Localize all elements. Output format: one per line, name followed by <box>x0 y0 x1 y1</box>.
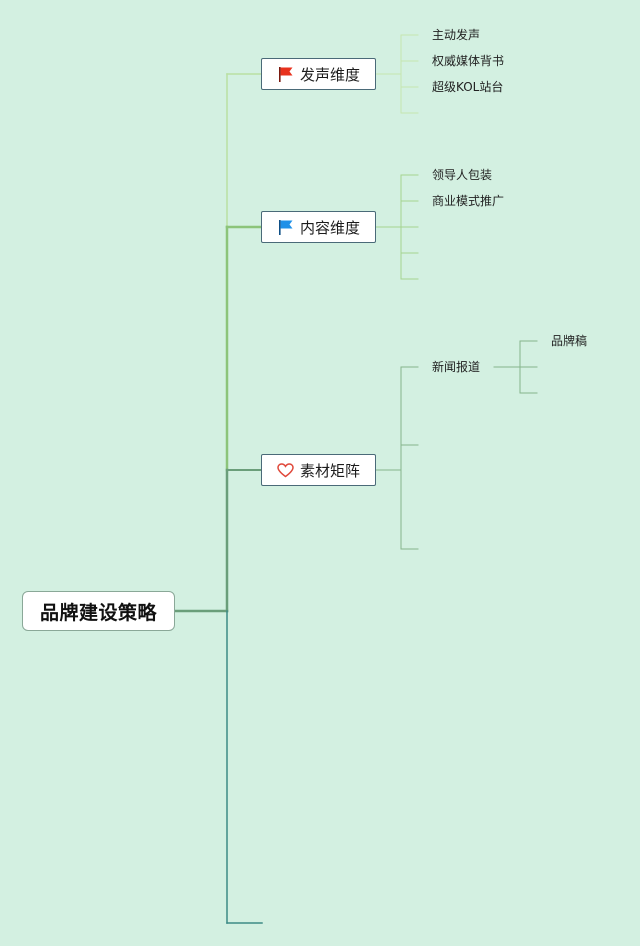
leaf-topic[interactable]: 商业模式推广 <box>432 194 505 208</box>
branch-topic-materials-label: 素材矩阵 <box>299 461 360 480</box>
heart-outline-icon <box>277 461 295 479</box>
branch-topic-voice[interactable]: 发声维度 <box>261 58 376 90</box>
branch-topic-content[interactable]: 内容维度 <box>261 211 376 243</box>
branch-topic-materials[interactable]: 素材矩阵 <box>261 454 376 486</box>
root-topic-label: 品牌建设策略 <box>39 601 157 624</box>
leaf-topic[interactable]: 权威媒体背书 <box>432 54 505 68</box>
red-flag-icon <box>277 65 295 83</box>
leaf-topic[interactable]: 领导人包装 <box>432 168 493 182</box>
leaf-topic[interactable]: 新闻报道 <box>432 360 481 374</box>
blue-flag-icon <box>277 218 295 236</box>
leaf-topic[interactable]: 超级KOL站台 <box>432 80 504 94</box>
root-topic[interactable]: 品牌建设策略 <box>22 591 175 631</box>
leaf-topic[interactable]: 主动发声 <box>432 28 481 42</box>
subleaf-topic[interactable]: 品牌稿 <box>551 334 588 348</box>
branch-topic-content-label: 内容维度 <box>299 218 360 237</box>
branch-topic-voice-label: 发声维度 <box>299 65 360 84</box>
